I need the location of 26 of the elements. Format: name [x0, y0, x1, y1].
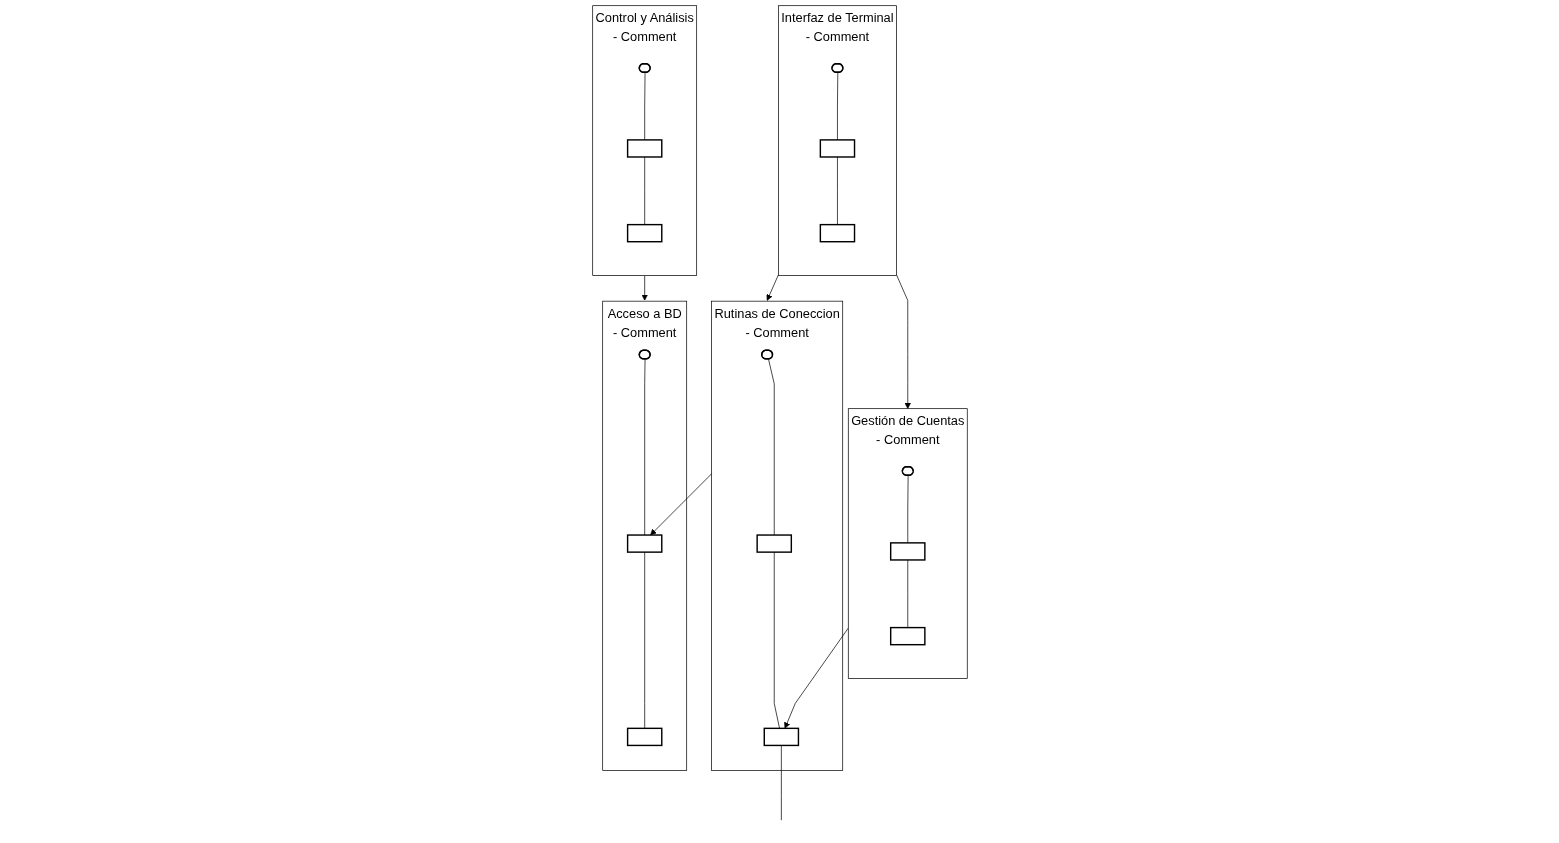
- cluster: Rutinas de Coneccion - Comment: [710, 300, 843, 771]
- node-box: [626, 223, 662, 243]
- connector: [643, 358, 645, 536]
- connector: [836, 156, 838, 225]
- connector: [767, 358, 775, 536]
- connector: [643, 156, 645, 225]
- node-box: [755, 534, 792, 553]
- connector: [773, 551, 780, 729]
- connector: [836, 72, 838, 141]
- node-box: [889, 542, 926, 561]
- cluster: Acceso a BD - Comment: [601, 300, 687, 771]
- node-box: [626, 139, 662, 158]
- node-box: [819, 139, 855, 158]
- connector: [906, 559, 908, 628]
- node-box: [889, 626, 926, 646]
- node-box: [626, 534, 662, 553]
- cluster: Interfaz de Terminal - Comment: [777, 5, 897, 276]
- cluster: Control y Análisis - Comment: [591, 5, 697, 276]
- node-box: [819, 223, 855, 243]
- connector: [780, 745, 782, 821]
- connector: [643, 72, 645, 141]
- node-box: [763, 727, 799, 747]
- node-box: [626, 727, 662, 747]
- connector: [906, 475, 908, 544]
- cluster: Gestión de Cuentas - Comment: [847, 408, 968, 679]
- connector: [643, 551, 645, 729]
